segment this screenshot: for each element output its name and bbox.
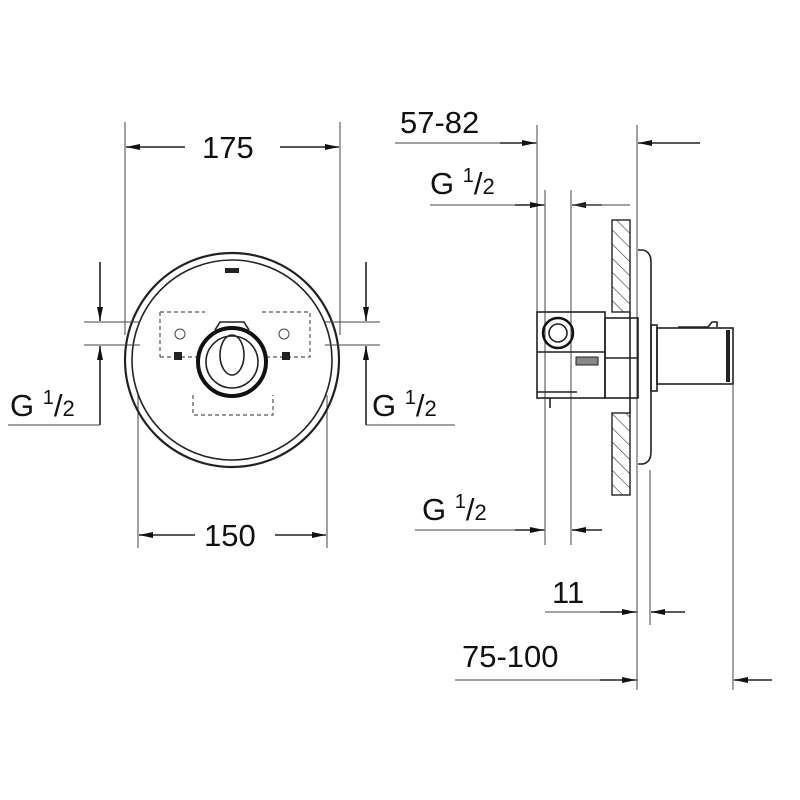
rosette-inner	[131, 259, 333, 461]
thread-g: G	[372, 388, 397, 423]
cover-plate	[638, 249, 652, 465]
plate-thickness-label: 11	[552, 575, 585, 610]
thread-den: 2	[62, 396, 75, 421]
thread-g: G	[422, 492, 447, 527]
thread-den: 2	[482, 174, 495, 199]
thread-den: 2	[474, 500, 487, 525]
top-connection-label: G 1/2	[430, 165, 495, 201]
dim-175-label: 175	[198, 132, 258, 163]
left-connection-label: G 1/2	[10, 387, 75, 423]
bottom-connection-label: G 1/2	[422, 491, 487, 527]
thread-num: 1	[42, 387, 54, 409]
total-projection-label: 75-100	[462, 639, 559, 674]
handle	[196, 321, 268, 398]
right-connection-label: G 1/2	[372, 387, 437, 423]
hidden-valve-body	[159, 311, 311, 416]
valve-body	[536, 311, 639, 408]
side-view	[395, 125, 772, 690]
thread-g: G	[430, 166, 455, 201]
front-view	[8, 122, 455, 548]
wall-section	[611, 219, 631, 496]
rosette-outer	[123, 251, 341, 469]
thread-num: 1	[454, 491, 466, 513]
thread-num: 1	[462, 165, 474, 187]
thread-den: 2	[424, 396, 437, 421]
thread-num: 1	[404, 387, 416, 409]
wall-depth-label: 57-82	[400, 105, 480, 140]
dim-150-label: 150	[200, 520, 260, 551]
thread-g: G	[10, 388, 35, 423]
handle-stem	[650, 321, 734, 392]
